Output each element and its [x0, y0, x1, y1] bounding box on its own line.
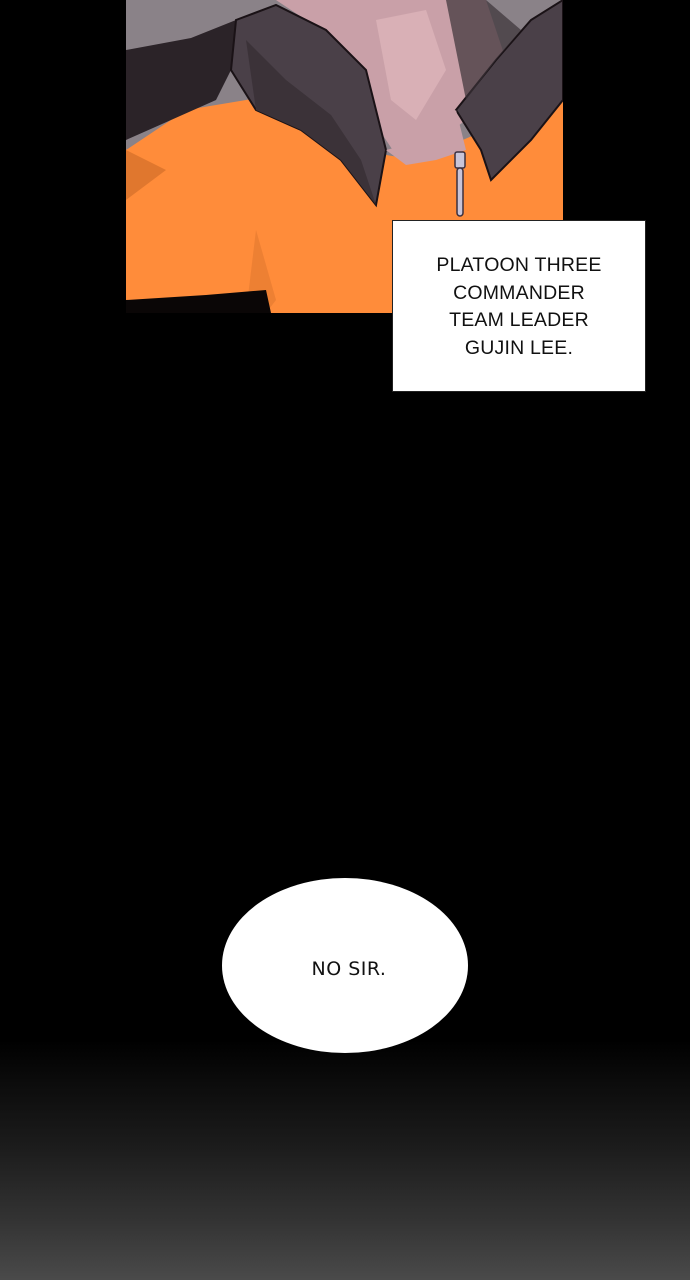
speech-bubble: NO SIR.: [222, 878, 468, 1053]
bottom-gradient: [0, 1040, 690, 1280]
caption-line: TEAM LEADER: [449, 309, 589, 331]
narration-caption-box: PLATOON THREE COMMANDER TEAM LEADER GUJI…: [392, 220, 646, 392]
caption-line: GUJIN LEE.: [464, 336, 574, 359]
caption-text: PLATOON THREE COMMANDER TEAM LEADER GUJI…: [436, 250, 601, 362]
caption-line: COMMANDER: [453, 281, 585, 304]
speech-bubble-text: NO SIR.: [311, 957, 387, 980]
caption-line: PLATOON THREE: [436, 254, 602, 276]
comic-panel-collar: [126, 0, 563, 313]
collar-illustration: [126, 0, 563, 313]
